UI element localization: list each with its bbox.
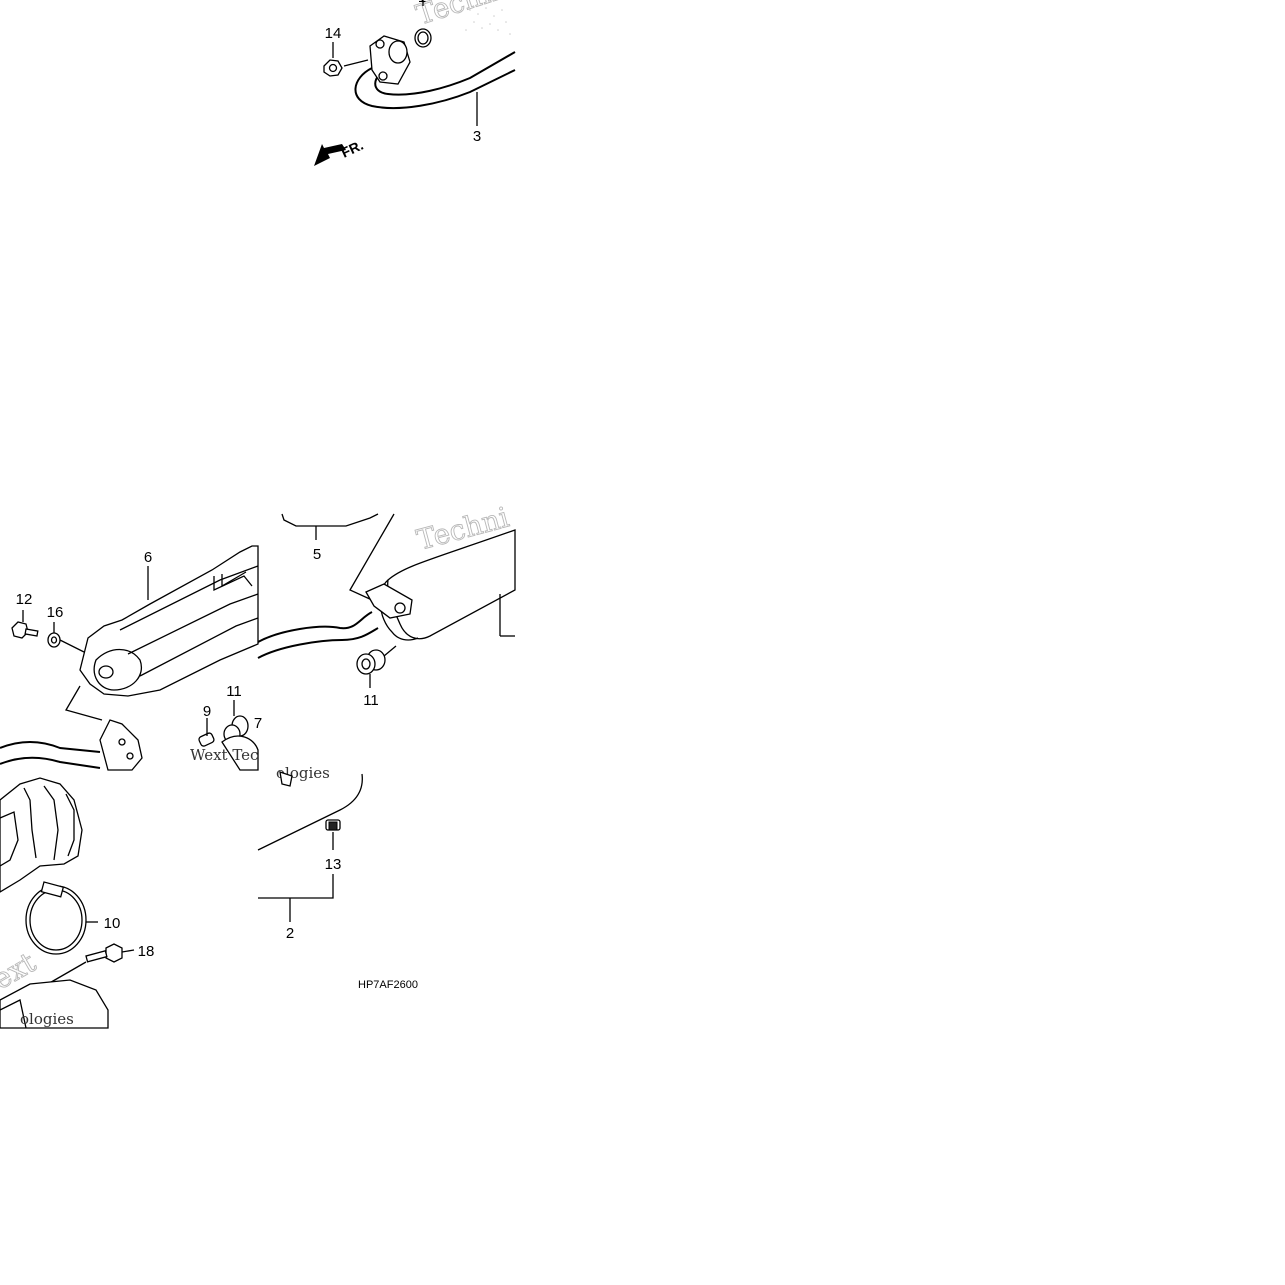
watermark-text: ologies [20,1010,74,1028]
tailpipe-end [0,777,83,893]
callout-16: 16 [47,604,64,621]
callout-9: 9 [203,703,211,720]
tile-heat-shield: 6 12 16 9 11 7 Wext Tec [0,545,262,771]
shield-bolt [11,610,39,639]
muffler-end-body [257,773,363,851]
tile-muffler: 5 Techni 11 [257,500,516,709]
drain-plug [325,819,341,850]
flange-nut [323,59,343,77]
exhaust-pipe [354,67,516,109]
callout-2: 2 [286,925,294,942]
callout-6: 6 [144,549,152,566]
callout-14: 14 [325,25,342,42]
band-clamp [25,881,98,955]
watermark-text: Wext Tec [190,746,258,764]
tile-tailpipe: 10 18 ologies ext [0,777,155,1029]
callout-18: 18 [138,943,155,960]
callout-12: 12 [16,591,33,608]
diagram-code: HP7AF2600 [358,979,418,991]
callout-11-b: 11 [363,692,379,709]
tile-exhaust-pipe: Techni 14 1 3 FR. [314,0,516,166]
watermark-text: Techni [412,0,511,32]
callout-11: 11 [226,683,242,700]
front-direction-arrow: FR. [314,137,366,166]
rubber-collar [356,645,397,688]
shading-texture [465,7,511,35]
washer [47,622,61,648]
spacer-collar [198,718,215,747]
callout-10: 10 [104,915,121,932]
callout-13: 13 [325,856,342,873]
callout-7: 7 [254,715,262,732]
svg-text:FR.: FR. [339,137,366,161]
callout-5: 5 [313,546,321,563]
tile-muffler-end: ologies 13 2 HP7AF2600 [257,764,418,991]
callout-3: 3 [473,128,481,145]
callout-1: 1 [418,0,426,6]
muffler-inlet-pipe [257,611,373,643]
